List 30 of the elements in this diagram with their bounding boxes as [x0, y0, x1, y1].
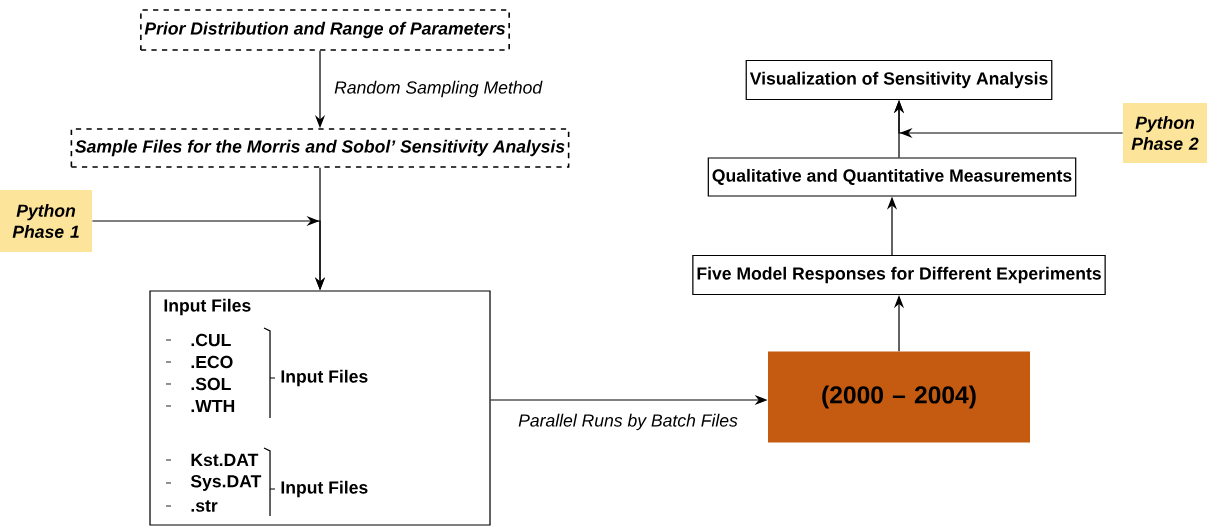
bullet-dash: [165, 383, 172, 385]
bullet-dash: [165, 505, 172, 507]
file-extension: .SOL: [191, 377, 231, 391]
edge-label: Random Sampling Method: [332, 79, 544, 99]
note-box: Python Phase 1: [0, 190, 92, 252]
list-heading: Input Files: [164, 298, 251, 316]
bracket: [263, 447, 276, 517]
bullet-dash: [165, 482, 172, 484]
edge-label: Parallel Runs by Batch Files: [516, 412, 740, 432]
file-list-box: [149, 290, 491, 526]
bullet-dash: [165, 405, 172, 407]
note-box: Python Phase 2: [1123, 103, 1207, 163]
file-extension: .str: [191, 500, 218, 512]
file-extension: .ECO: [191, 355, 233, 369]
bullet-dash: [165, 459, 172, 461]
process-box: Five Model Responses for Different Experiments: [692, 254, 1106, 296]
bullet-dash: [165, 339, 172, 341]
file-extension: Sys.DAT: [190, 475, 262, 491]
file-extension: Kst.DAT: [191, 453, 259, 467]
model-box: (2000 – 2004): [768, 351, 1030, 443]
process-box: Qualitative and Quantitative Measurements: [707, 157, 1077, 197]
process-box: Visualization of Sensitivity Analysis: [745, 59, 1053, 101]
dashed-box: Sample Files for the Morris and Sobol’ Sensitivity Analysis: [70, 128, 570, 168]
dashed-box: Prior Distribution and Range of Parameters: [140, 9, 510, 51]
bullet-dash: [165, 361, 172, 363]
group-label: Input Files: [281, 369, 368, 387]
file-extension: .WTH: [191, 399, 235, 413]
file-extension: .CUL: [191, 333, 231, 347]
group-label: Input Files: [281, 480, 368, 498]
bracket: [263, 327, 276, 419]
